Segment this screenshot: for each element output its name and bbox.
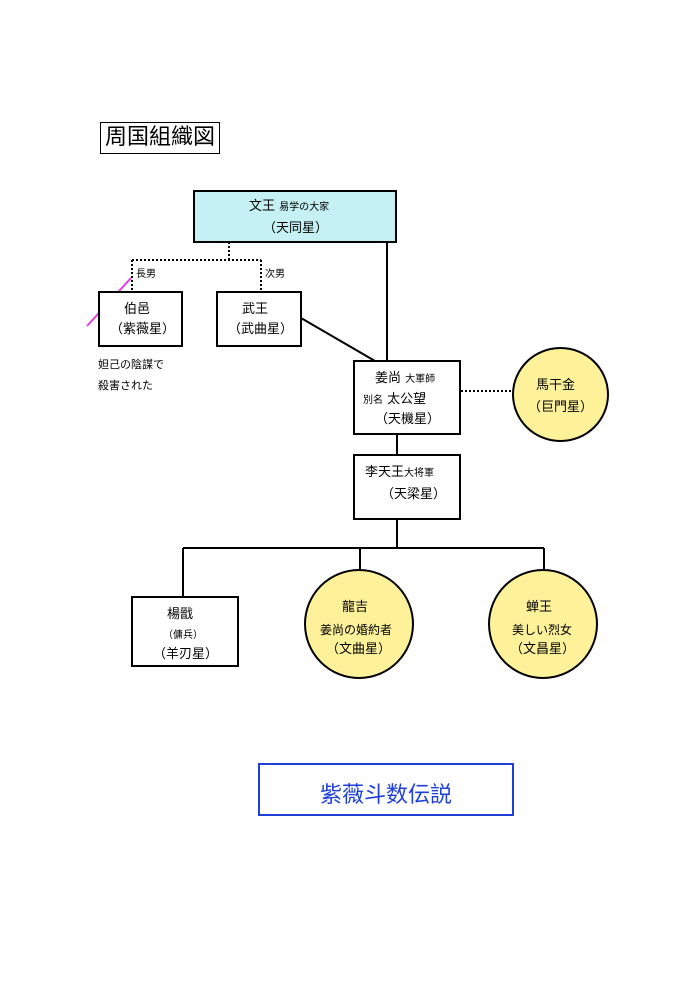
kyosho-name: 姜尚 [375, 371, 402, 386]
connector-buo-to-kyosho [300, 317, 376, 362]
yuko-note-1: 妲己の陰謀で [98, 358, 164, 371]
ryukichi-name: 龍吉 [342, 600, 369, 615]
node-yosen: 楊戩 （傭兵） （羊刃星） [131, 596, 239, 667]
yosen-name: 楊戩 [167, 607, 194, 622]
node-ryukichi: 龍吉 姜尚の婚約者 （文曲星） [304, 569, 414, 679]
ritenno-name: 李天王 [365, 465, 405, 480]
bakankin-star: （巨門星） [528, 400, 594, 415]
buo-star: （武曲星） [228, 322, 294, 337]
bunno-star: （天同星） [263, 221, 329, 236]
kyosho-alias-label: 別名 [363, 395, 383, 406]
yosen-star: （羊刃星） [153, 647, 219, 662]
node-bunno: 文王 易学の大家 （天同星） [193, 190, 397, 243]
bunno-desc: 易学の大家 [279, 202, 330, 213]
bakankin-name: 馬干金 [536, 378, 576, 393]
sen-o-star: （文昌星） [510, 642, 576, 657]
node-buo: 武王 （武曲星） [216, 291, 302, 347]
buo-name: 武王 [242, 302, 269, 317]
ritenno-role: 大将軍 [404, 468, 435, 479]
yuko-note-2: 殺害された [98, 379, 153, 392]
node-bakankin: 馬干金 （巨門星） [512, 347, 609, 442]
node-ritenno: 李天王大将軍 （天梁星） [353, 454, 461, 520]
sen-o-desc: 美しい烈女 [512, 623, 573, 637]
kyosho-star: （天機星） [375, 412, 441, 427]
node-sen-o: 蝉王 美しい烈女 （文昌星） [488, 569, 598, 679]
ritenno-star: （天梁星） [381, 487, 447, 502]
ryukichi-star: （文曲星） [326, 642, 392, 657]
bunno-name: 文王 [249, 199, 276, 214]
footer-title: 紫薇斗数伝説 [319, 782, 452, 807]
ryukichi-desc: 姜尚の婚約者 [320, 623, 393, 637]
relation-eldest: 長男 [136, 269, 156, 280]
kyosho-alias: 太公望 [387, 392, 427, 407]
yuko-star: （紫薇星） [110, 322, 176, 337]
page-title: 周国組織図 [100, 122, 221, 154]
footer-box: 紫薇斗数伝説 [258, 763, 514, 816]
node-kyosho: 姜尚 大軍師 別名 太公望 （天機星） [353, 360, 461, 435]
yuko-name: 伯邑 [124, 302, 151, 317]
kyosho-role: 大軍師 [405, 374, 436, 385]
node-yuko: 伯邑 （紫薇星） [98, 291, 183, 347]
relation-second: 次男 [265, 269, 285, 280]
sen-o-name: 蝉王 [526, 600, 553, 615]
yosen-desc: （傭兵） [163, 630, 203, 641]
